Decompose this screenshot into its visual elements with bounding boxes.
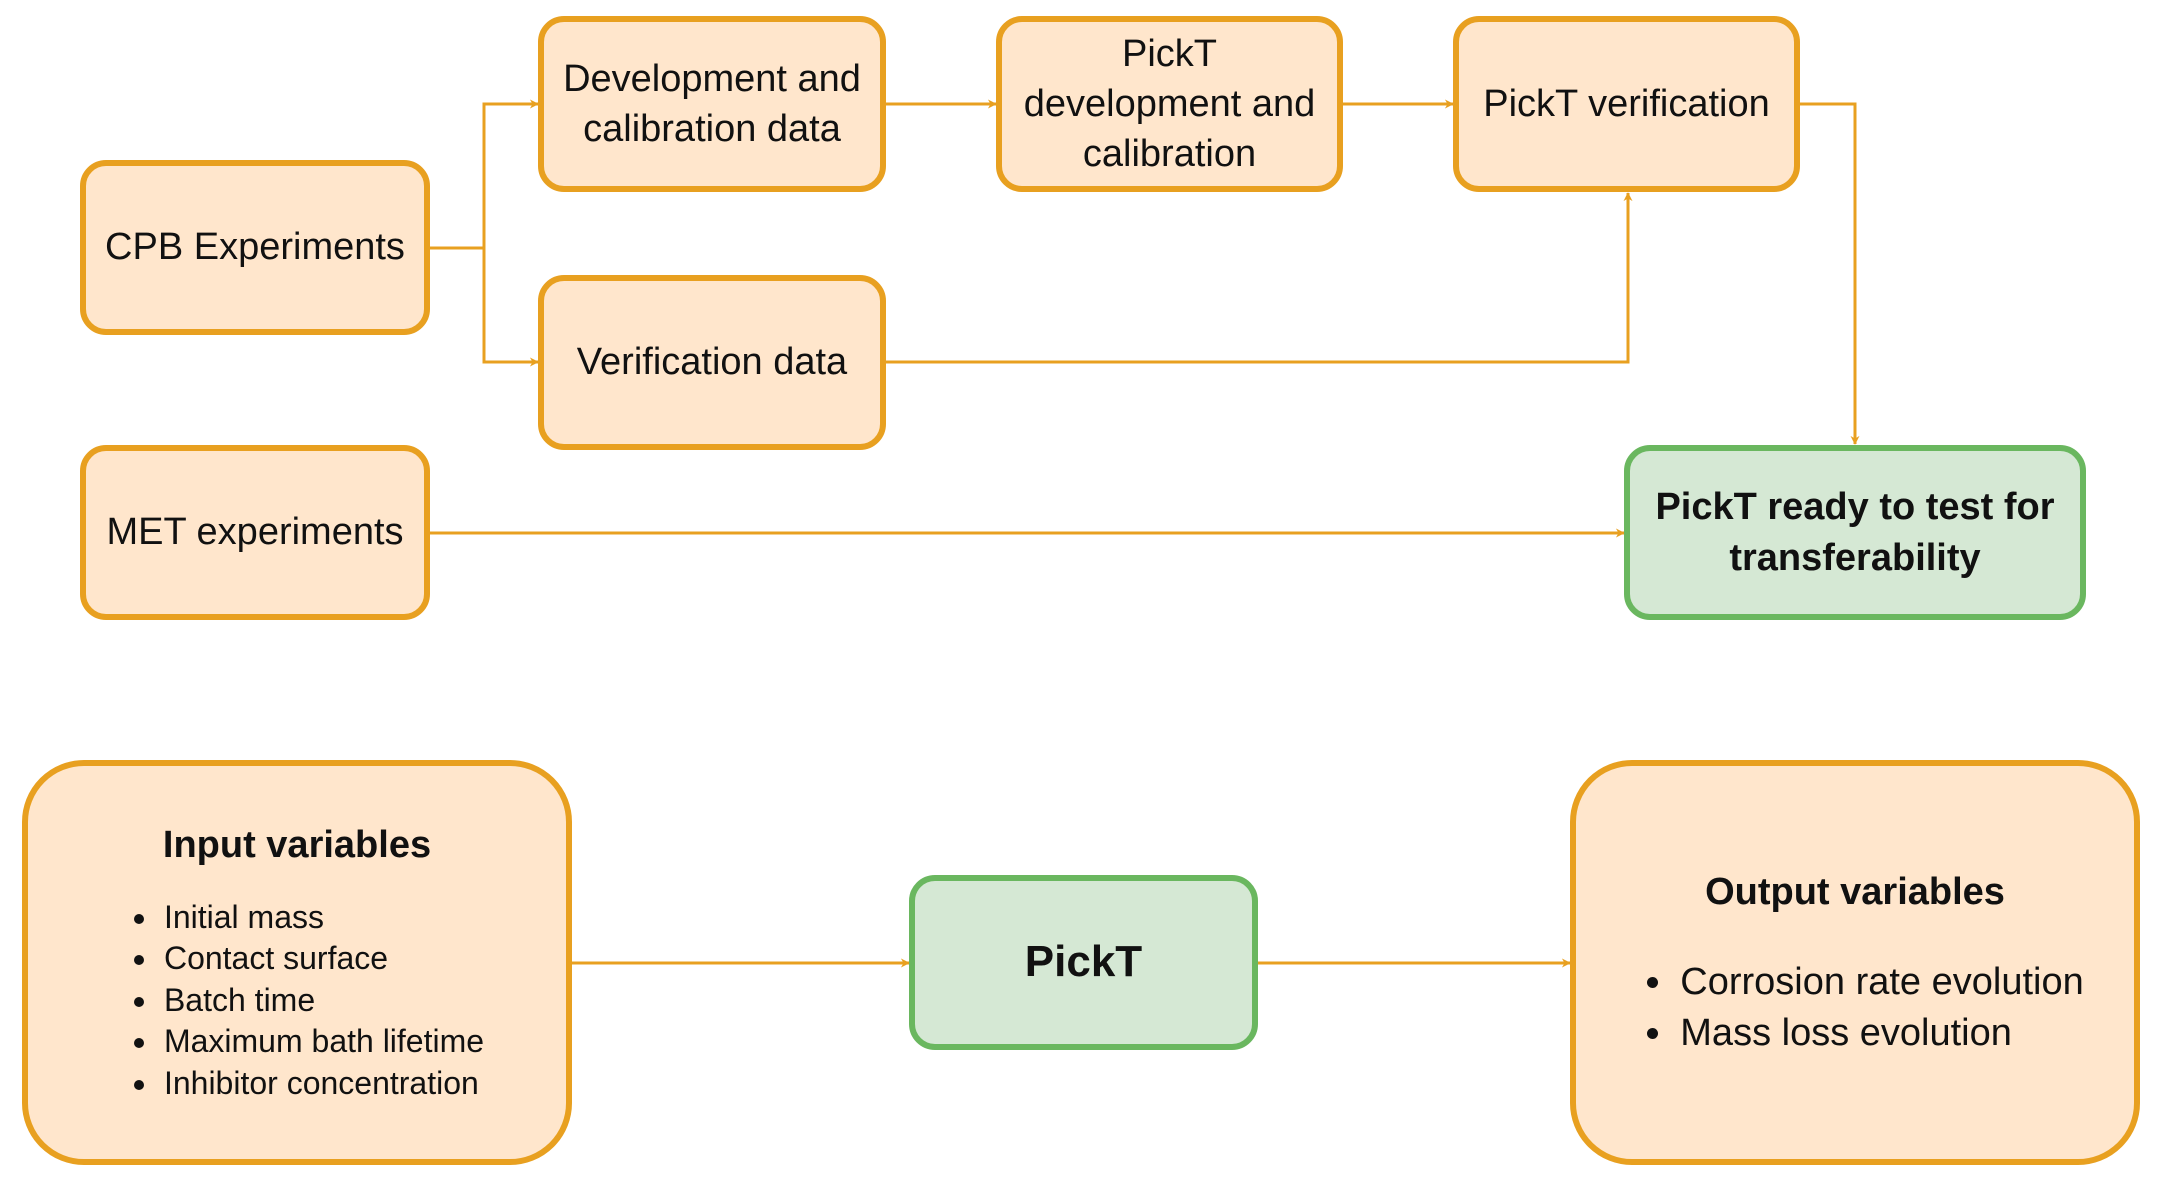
output-variables-title: Output variables xyxy=(1705,871,2005,914)
development-calibration-data-label: Development and calibration data xyxy=(563,57,861,150)
verification-data-node: Verification data xyxy=(538,275,886,450)
list-item: Contact surface xyxy=(160,938,484,980)
input-variables-node: Input variables Initial mass Contact sur… xyxy=(22,760,572,1165)
arrow-verif-data-to-pickt-verif xyxy=(886,192,1633,364)
list-item: Mass loss evolution xyxy=(1676,1008,2083,1058)
list-item: Initial mass xyxy=(160,897,484,939)
development-calibration-data-node: Development and calibration data xyxy=(538,16,886,192)
list-item: Batch time xyxy=(160,980,484,1022)
arrow-cpb-to-verif-data xyxy=(430,246,539,367)
arrow-cpb-to-dev-data xyxy=(430,99,539,250)
input-variables-content: Input variables Initial mass Contact sur… xyxy=(110,820,484,1104)
output-variables-node: Output variables Corrosion rate evolutio… xyxy=(1570,760,2140,1165)
list-item: Corrosion rate evolution xyxy=(1676,957,2083,1007)
pickt-development-calibration-label: PickT development and calibration xyxy=(1023,32,1316,176)
verification-data-label: Verification data xyxy=(576,341,848,384)
output-variables-list: Corrosion rate evolution Mass loss evolu… xyxy=(1626,957,2083,1057)
arrow-pickt-verif-to-ready xyxy=(1800,102,1860,445)
list-item: Inhibitor concentration xyxy=(160,1063,484,1105)
cpb-experiments-label: CPB Experiments xyxy=(105,226,405,269)
met-experiments-label: MET experiments xyxy=(106,511,404,554)
output-variables-content: Output variables Corrosion rate evolutio… xyxy=(1626,867,2083,1057)
input-variables-title: Input variables xyxy=(162,824,432,867)
pickt-ready-node: PickT ready to test for transferability xyxy=(1624,445,2086,620)
cpb-experiments-node: CPB Experiments xyxy=(80,160,430,335)
pickt-verification-label: PickT verification xyxy=(1483,82,1770,125)
pickt-label: PickT xyxy=(1024,937,1143,987)
input-variables-list: Initial mass Contact surface Batch time … xyxy=(110,897,484,1105)
pickt-verification-node: PickT verification xyxy=(1453,16,1800,192)
met-experiments-node: MET experiments xyxy=(80,445,430,620)
pickt-node: PickT xyxy=(909,875,1258,1050)
pickt-development-calibration-node: PickT development and calibration xyxy=(996,16,1343,192)
list-item: Maximum bath lifetime xyxy=(160,1021,484,1063)
pickt-ready-label: PickT ready to test for transferability xyxy=(1655,486,2055,579)
